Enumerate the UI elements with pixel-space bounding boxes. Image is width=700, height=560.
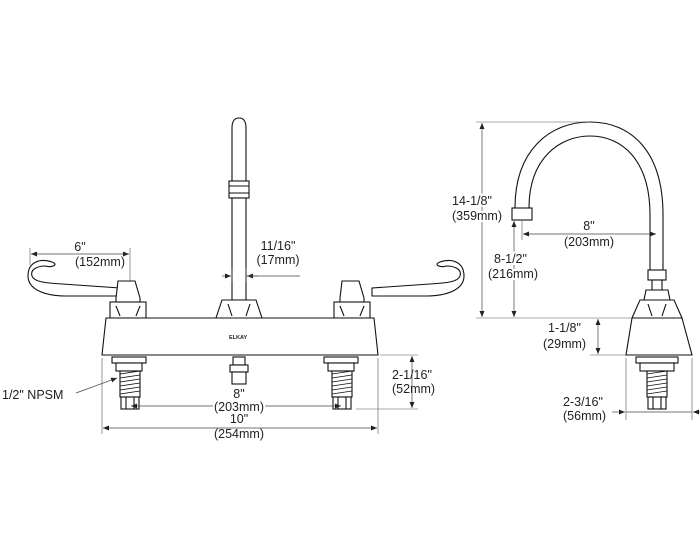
dim-spout-reach: 8" (203mm)	[521, 219, 656, 251]
dim-spout-diameter-metric: (17mm)	[256, 253, 299, 267]
dim-body-height: 1-1/8" (29mm)	[543, 319, 626, 356]
right-shank	[323, 356, 359, 410]
dim-body-depth-metric: (56mm)	[563, 409, 606, 423]
dim-handle-reach-metric: (152mm)	[75, 255, 125, 269]
side-view: 14-1/8" (359mm) 8" (203mm) 8-1/2" (216mm…	[450, 121, 700, 423]
dim-body-height-metric: (29mm)	[543, 337, 586, 351]
dim-spout-reach-imperial: 8"	[583, 219, 594, 233]
dim-spout-diameter-imperial: 11/16"	[261, 239, 296, 253]
dim-centers: 8" (203mm)	[131, 387, 341, 416]
dim-spout-reach-metric: (203mm)	[564, 235, 614, 249]
thread-note: 1/2" NPSM	[2, 388, 63, 402]
dim-overall-width: 10" (254mm)	[101, 358, 379, 441]
dim-body-height-imperial: 1-1/8"	[548, 321, 581, 335]
dim-spout-outlet-height: 8-1/2" (216mm)	[486, 221, 540, 317]
dim-spout-outlet-height-metric: (216mm)	[488, 267, 538, 281]
faucet-body: ELKAY	[101, 317, 379, 356]
dim-deck-to-shank: 2-1/16" (52mm)	[356, 354, 435, 410]
dim-body-depth: 2-3/16" (56mm)	[563, 358, 700, 423]
right-wrist-blade-handle	[333, 259, 465, 319]
dim-body-depth-imperial: 2-3/16"	[563, 395, 603, 409]
left-wrist-blade-handle	[27, 259, 147, 319]
dim-spout-outlet-height-imperial: 8-1/2"	[494, 252, 527, 266]
thread-callout: 1/2" NPSM	[2, 377, 118, 402]
dim-overall-width-imperial: 10"	[230, 412, 248, 426]
dim-handle-reach: 6" (152mm)	[29, 240, 131, 282]
dim-deck-to-shank-imperial: 2-1/16"	[392, 368, 432, 382]
front-view: ELKAY	[2, 117, 465, 441]
spout-front	[215, 117, 263, 319]
dim-overall-height: 14-1/8" (359mm)	[450, 121, 632, 319]
brand-mark: ELKAY	[229, 335, 247, 341]
dim-overall-width-metric: (254mm)	[214, 427, 264, 441]
side-body	[625, 299, 693, 410]
dim-overall-height-metric: (359mm)	[452, 209, 502, 223]
center-tailpiece	[229, 356, 249, 385]
dim-spout-diameter: 11/16" (17mm)	[222, 239, 300, 282]
left-shank	[111, 356, 147, 410]
dim-centers-metric: (203mm)	[214, 400, 264, 414]
dim-overall-height-imperial: 14-1/8"	[452, 194, 492, 208]
dim-deck-to-shank-metric: (52mm)	[392, 382, 435, 396]
dim-centers-imperial: 8"	[233, 387, 244, 401]
spout-side	[511, 121, 671, 301]
dim-handle-reach-imperial: 6"	[74, 240, 85, 254]
